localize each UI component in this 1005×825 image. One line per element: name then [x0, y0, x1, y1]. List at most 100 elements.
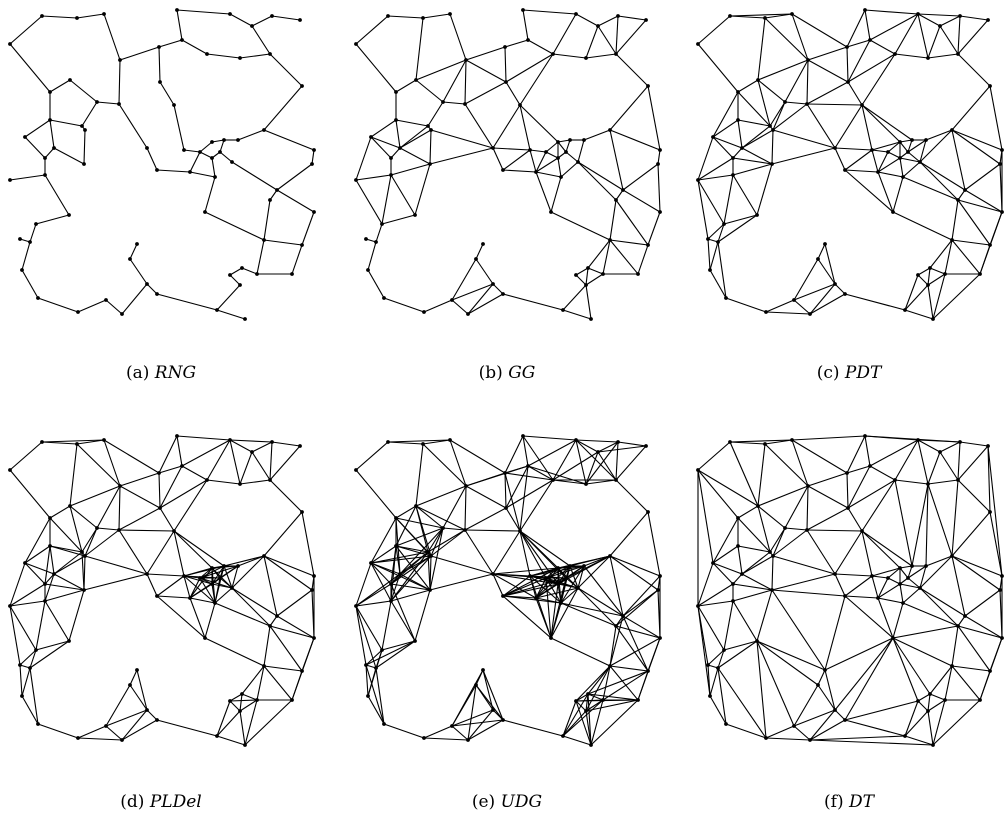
- gg-edge: [577, 161, 624, 191]
- pdt-edge: [964, 189, 1003, 213]
- udg-edge: [465, 472, 506, 487]
- dt-node: [740, 572, 744, 576]
- pdt-edge: [741, 125, 771, 149]
- pdt-edge: [861, 104, 873, 151]
- gg-edge: [492, 147, 531, 151]
- pldel-edge: [276, 589, 313, 617]
- udg-edge: [475, 669, 484, 686]
- pdt-node: [956, 52, 960, 56]
- pldel-node: [28, 666, 32, 670]
- pldel-edge: [105, 684, 131, 727]
- caption-e-name: UDG: [500, 792, 543, 812]
- dt-node: [893, 478, 897, 482]
- dt-edge: [844, 637, 894, 721]
- gg-edge: [355, 136, 372, 181]
- udg-edge: [622, 615, 649, 672]
- dt-edge: [932, 699, 981, 746]
- pdt-edge: [907, 139, 913, 153]
- pdt-edge: [707, 238, 711, 271]
- pdt-edge: [877, 171, 894, 213]
- udg-edge: [430, 529, 466, 557]
- pdt-node: [918, 160, 922, 164]
- rng-node: [188, 170, 192, 174]
- udg-edge: [381, 600, 392, 651]
- pldel-edge: [49, 517, 83, 553]
- udg-node: [556, 566, 560, 570]
- dt-edge: [757, 505, 771, 553]
- pldel-edge: [211, 567, 233, 589]
- rng-node: [48, 118, 52, 122]
- udg-node: [354, 468, 358, 472]
- pdt-edge: [732, 157, 773, 165]
- pldel-edge: [239, 710, 246, 746]
- dt-edge: [741, 573, 773, 591]
- pdt-node: [816, 257, 820, 261]
- gg-node: [616, 14, 620, 18]
- pldel-node: [182, 574, 186, 578]
- gg-edge: [502, 293, 564, 311]
- pldel-edge: [239, 479, 271, 485]
- pldel-edge: [189, 567, 213, 599]
- pdt-edge: [732, 174, 758, 216]
- dt-edge: [717, 667, 727, 725]
- dt-node: [906, 576, 910, 580]
- dt-edge: [809, 709, 836, 741]
- dt-edge: [892, 637, 919, 702]
- rng-edge: [24, 136, 46, 159]
- pldel-edge: [29, 640, 70, 669]
- gg-edge: [415, 79, 444, 103]
- rng-edge: [69, 79, 98, 103]
- pldel-edge: [256, 665, 265, 701]
- pdt-edge: [899, 139, 913, 143]
- pdt-edge: [757, 17, 766, 81]
- pldel-edge: [118, 529, 148, 575]
- udg-edge: [355, 605, 367, 666]
- gg-edge: [609, 239, 639, 275]
- gg-edge: [575, 274, 587, 286]
- dt-edge: [861, 479, 896, 532]
- pdt-node: [792, 298, 796, 302]
- pldel-edge: [119, 472, 160, 487]
- pdt-edge: [806, 81, 849, 105]
- pdt-node: [771, 128, 775, 132]
- rng-node: [43, 156, 47, 160]
- pldel-node: [270, 440, 274, 444]
- pdt-edge: [917, 13, 941, 27]
- dt-edge: [712, 517, 739, 564]
- pldel-node: [218, 576, 222, 580]
- udg-edge: [355, 605, 383, 651]
- dt-edge: [771, 589, 826, 671]
- pdt-edge: [737, 91, 771, 127]
- dt-edge: [861, 530, 901, 569]
- dt-edge: [892, 637, 953, 667]
- rng-node: [213, 175, 217, 179]
- dt-edge: [793, 725, 811, 741]
- pdt-edge: [861, 104, 901, 143]
- udg-edge: [442, 485, 467, 529]
- pdt-node: [863, 8, 867, 12]
- dt-node: [1000, 636, 1004, 640]
- pdt-edge: [919, 139, 927, 163]
- dt-edge: [791, 439, 848, 474]
- dt-edge: [771, 555, 774, 591]
- pldel-node: [8, 468, 12, 472]
- dt-edge: [869, 465, 896, 481]
- caption-e: (e) UDG: [348, 792, 666, 812]
- pdt-node: [903, 308, 907, 312]
- dt-edge: [846, 465, 871, 474]
- pldel-node: [172, 529, 176, 533]
- pdt-edge: [757, 59, 809, 81]
- dt-edge: [887, 567, 901, 579]
- caption-d-label: (d): [120, 792, 145, 812]
- udg-edge: [545, 565, 571, 579]
- rng-node: [76, 310, 80, 314]
- dt-edge: [902, 587, 921, 604]
- rng-edge: [237, 129, 265, 141]
- pldel-node: [145, 572, 149, 576]
- udg-edge: [575, 439, 599, 453]
- pldel-edge: [263, 511, 303, 557]
- udg-edge: [609, 511, 649, 557]
- udg-edge: [535, 577, 547, 599]
- gg-node: [526, 38, 530, 42]
- dt-node: [891, 636, 895, 640]
